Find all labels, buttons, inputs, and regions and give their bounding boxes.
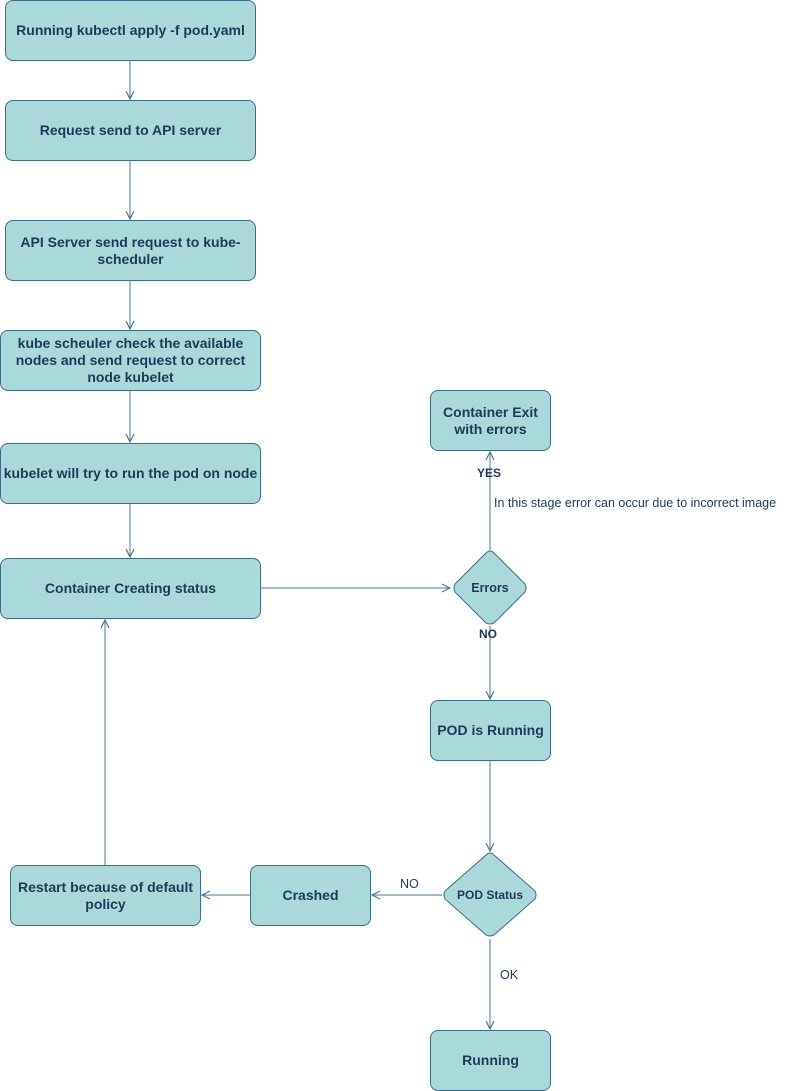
- node-api-to-scheduler: API Server send request to kube-schedule…: [5, 220, 256, 281]
- decision-errors-label: Errors: [471, 581, 509, 595]
- edge-label-yes: YES: [477, 466, 502, 480]
- edge-label-errors-note: In this stage error can occur due to inc…: [494, 496, 777, 510]
- edge-label-no-errors: NO: [479, 627, 497, 641]
- node-kubelet-run: kubelet will try to run the pod on node: [0, 443, 261, 504]
- edge-label-no-status: NO: [400, 877, 419, 891]
- node-request-api-server: Request send to API server: [5, 100, 256, 161]
- decision-errors-shape: [453, 550, 527, 625]
- edge-label-ok: OK: [500, 968, 519, 982]
- node-running: Running: [430, 1030, 551, 1091]
- node-restart: Restart because of default policy: [10, 865, 201, 926]
- node-pod-running: POD is Running: [430, 700, 551, 761]
- node-kubectl-apply: Running kubectl apply -f pod.yaml: [5, 0, 256, 61]
- decision-pod-status: POD Status: [442, 852, 538, 938]
- node-container-creating: Container Creating status: [0, 558, 261, 619]
- node-container-exit: Container Exit with errors: [430, 390, 551, 451]
- decision-pod-status-label: POD Status: [456, 888, 523, 902]
- node-scheduler-check: kube scheuler check the available nodes …: [0, 330, 261, 391]
- decision-pod-status-shape: [443, 852, 537, 937]
- decision-errors: Errors: [452, 550, 528, 626]
- node-crashed: Crashed: [250, 865, 371, 926]
